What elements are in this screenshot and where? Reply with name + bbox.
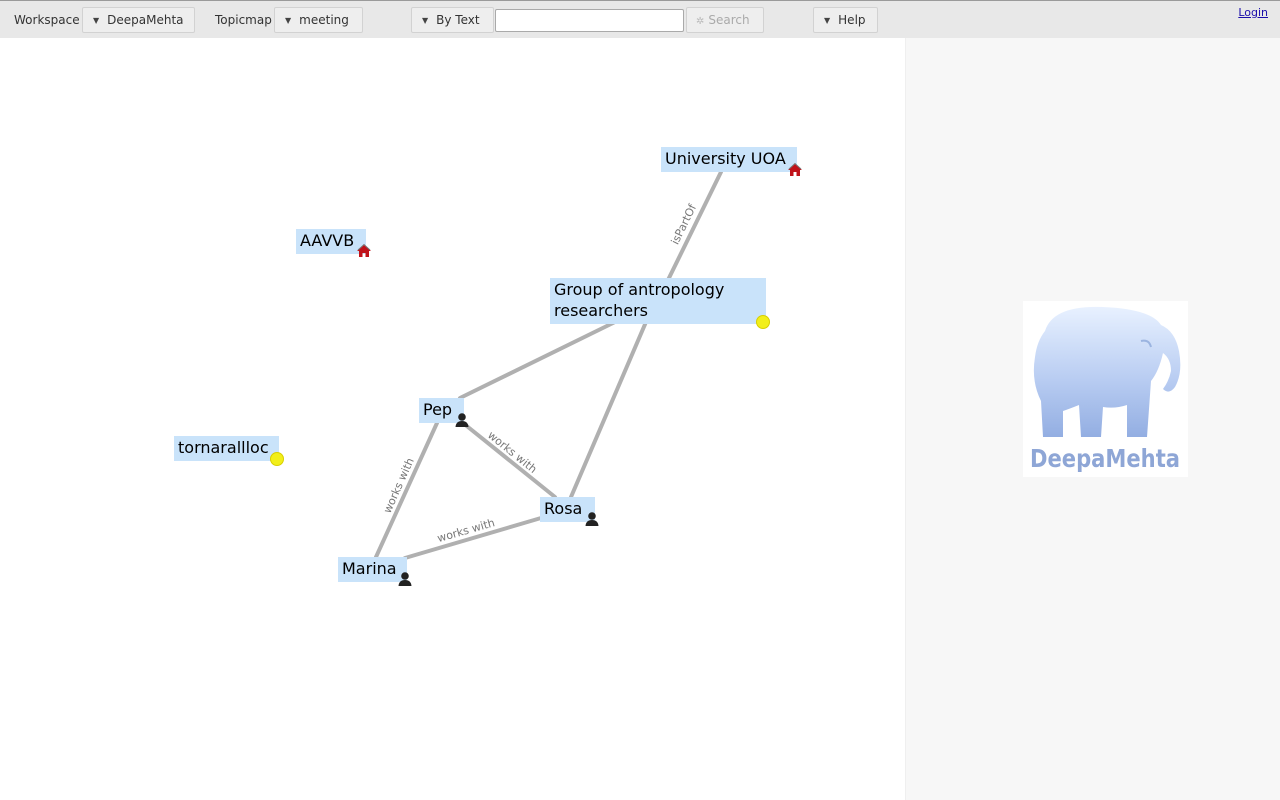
- topic-aavvb[interactable]: AAVVB: [296, 229, 366, 254]
- detail-panel: DeepaMehta: [905, 38, 1280, 800]
- search-button-label: Search: [708, 13, 750, 27]
- elephant-icon: [1033, 306, 1181, 437]
- topic-label: Rosa: [544, 499, 583, 518]
- edge-marina-rosa[interactable]: [403, 516, 543, 560]
- search-button[interactable]: ✲Search: [686, 7, 764, 33]
- workspace-select-value: DeepaMehta: [107, 13, 184, 27]
- topic-pep[interactable]: Pep: [419, 398, 464, 423]
- topic-label: Marina: [342, 559, 397, 578]
- topic-label-line1: Group of antropology: [554, 280, 725, 299]
- person-icon: [455, 413, 469, 427]
- search-mode-select[interactable]: ▼ By Text: [411, 7, 494, 33]
- house-icon: [357, 243, 371, 257]
- yellow-dot-icon: [270, 452, 284, 466]
- edge-label-pep-rosa: works with: [485, 429, 539, 476]
- topic-tornarallloc[interactable]: tornarallloc: [174, 436, 279, 461]
- help-menu-button[interactable]: ▼ Help: [813, 7, 878, 33]
- topicmap-select[interactable]: ▼ meeting: [274, 7, 363, 33]
- topic-marina[interactable]: Marina: [338, 557, 407, 582]
- edge-pep-rosa[interactable]: [461, 421, 557, 499]
- dropdown-arrow-icon: ▼: [285, 16, 292, 25]
- deepamehta-logo: DeepaMehta: [1023, 301, 1188, 477]
- edge-group-rosa[interactable]: [569, 320, 648, 499]
- topicmap-label: Topicmap: [215, 13, 272, 27]
- topic-label: tornarallloc: [178, 438, 269, 457]
- help-button-label: Help: [838, 13, 866, 27]
- toolbar: Workspace ▼DeepaMehta Topicmap ▼meeting …: [0, 0, 1280, 38]
- edge-university-group[interactable]: [666, 170, 723, 282]
- person-icon: [585, 512, 599, 526]
- yellow-dot-icon: [756, 315, 770, 329]
- topic-rosa[interactable]: Rosa: [540, 497, 595, 522]
- edge-pep-marina[interactable]: [374, 421, 439, 559]
- search-mode-value: By Text: [436, 13, 480, 27]
- logo-text: DeepaMehta: [1030, 444, 1180, 473]
- topic-label-line2: researchers: [554, 301, 648, 320]
- association-edges: isPartOf works with works with works wit…: [374, 170, 723, 560]
- topic-university-uoa[interactable]: University UOA: [661, 147, 797, 172]
- topic-label: University UOA: [665, 149, 786, 168]
- dropdown-arrow-icon: ▼: [93, 16, 100, 25]
- house-icon: [788, 162, 802, 176]
- topicmap-select-value: meeting: [299, 13, 349, 27]
- login-link[interactable]: Login: [1238, 6, 1268, 19]
- edge-group-pep[interactable]: [458, 320, 617, 400]
- topic-label: Pep: [423, 400, 453, 419]
- topicmap-canvas[interactable]: isPartOf works with works with works wit…: [0, 38, 905, 800]
- dropdown-arrow-icon: ▼: [422, 16, 429, 25]
- search-input[interactable]: [495, 9, 684, 32]
- dropdown-arrow-icon: ▼: [824, 16, 831, 25]
- person-icon: [398, 572, 412, 586]
- workspace-label: Workspace: [14, 13, 80, 27]
- topic-label: AAVVB: [300, 231, 355, 250]
- topic-group-of-antropology-researchers[interactable]: Group of antropology researchers: [550, 278, 766, 324]
- workspace-select[interactable]: ▼ DeepaMehta: [82, 7, 195, 33]
- gear-icon: ✲: [696, 16, 705, 27]
